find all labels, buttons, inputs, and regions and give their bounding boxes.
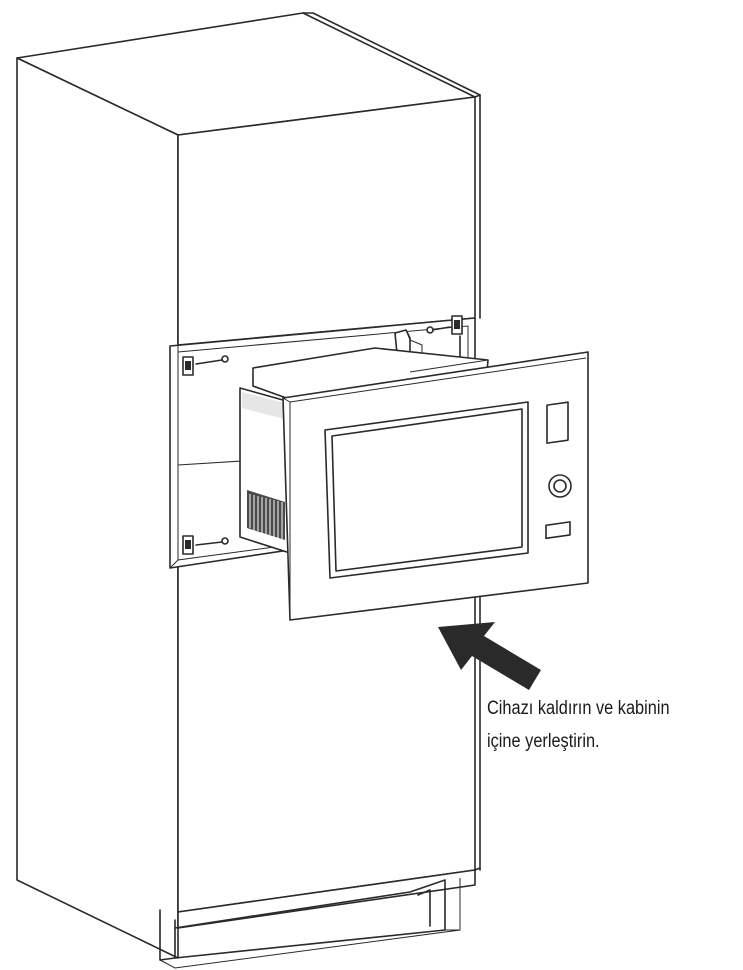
door-window: [324, 401, 529, 579]
instruction-line-1: Cihazı kaldırın ve kabinin: [487, 698, 670, 719]
instruction-line-2: içine yerleştirin.: [487, 731, 600, 752]
vent-grille: [247, 490, 285, 540]
microwave-body: [239, 347, 489, 554]
instruction-text: Cihazı kaldırın ve kabinin içine yerleşt…: [487, 692, 702, 758]
control-knob: [548, 474, 572, 498]
microwave-front: [282, 351, 589, 621]
push-arrow-icon: [438, 622, 541, 690]
door-release-button: [545, 521, 571, 540]
display-panel: [546, 401, 569, 444]
